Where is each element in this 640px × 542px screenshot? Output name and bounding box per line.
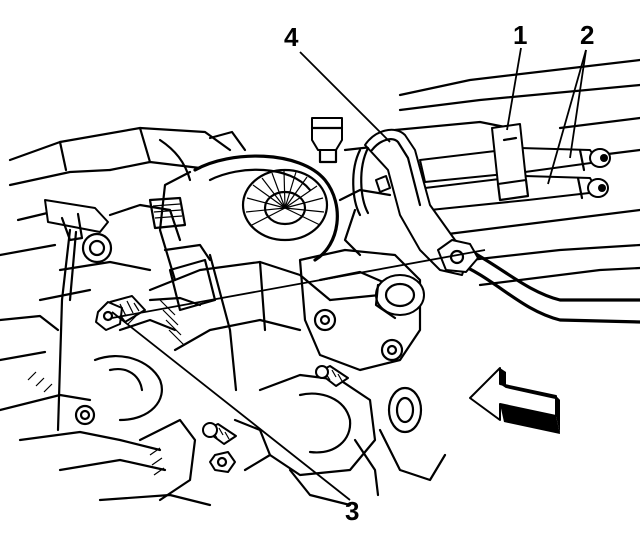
fan-pulley [148,130,339,282]
bypass-pipe [352,128,479,276]
stud-bolt [202,422,237,445]
upper-components [310,117,412,257]
thermostat-housing-area [138,248,447,507]
callout-3: 3 [345,496,359,526]
bolt [95,295,146,331]
stud-bolt [315,365,349,387]
callout-2: 2 [580,20,594,50]
callout-1: 1 [513,20,527,50]
leader-lines [111,47,587,501]
direction-arrow-icon [469,367,560,434]
hose-clamp [491,123,530,202]
nut [209,451,236,473]
callout-4: 4 [284,22,299,52]
engine-block [0,126,232,507]
